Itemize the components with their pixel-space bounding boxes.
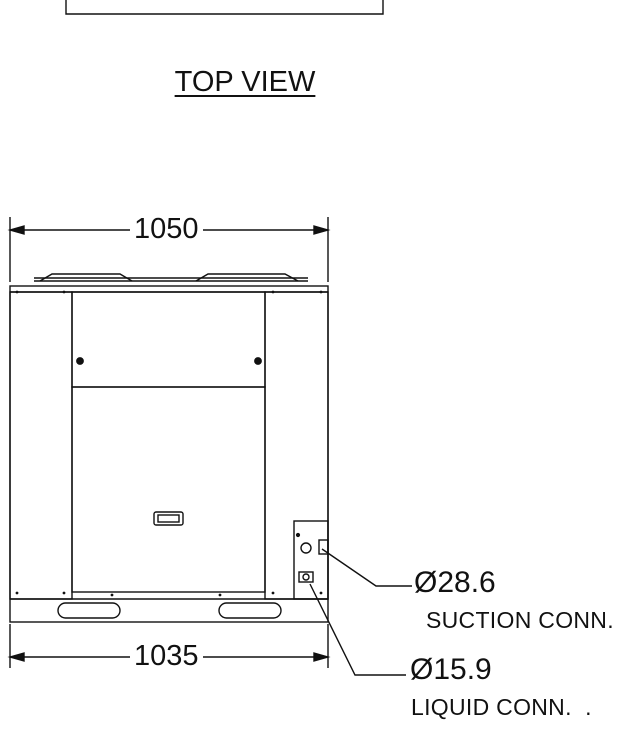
- panel-handle: [153, 511, 184, 526]
- liquid-leader-line: [309, 583, 406, 676]
- liquid-connection-port: [298, 571, 314, 583]
- panel-handle-inner: [157, 514, 180, 523]
- unit-casing: [9, 285, 329, 623]
- fan-guard-right: [195, 273, 299, 282]
- left-corner-post: [9, 291, 73, 600]
- suction-connection-label: SUCTION CONN.: [426, 607, 614, 633]
- lower-panel: [71, 386, 266, 593]
- suction-connection-port: [300, 542, 312, 554]
- forklift-slot-right: [218, 602, 282, 619]
- liquid-connection-valve: [302, 573, 310, 581]
- bottom-dimension-left-arrow: [7, 652, 25, 662]
- liquid-connection-label: LIQUID CONN. .: [411, 694, 592, 720]
- panel-screw-left: [76, 357, 84, 365]
- liquid-diameter: Ø15.9: [410, 653, 492, 686]
- top-view-outline: [65, 0, 384, 15]
- bottom-dimension-right-arrow: [313, 652, 331, 662]
- suction-connection-flange: [318, 539, 329, 555]
- forklift-slot-left: [57, 602, 121, 619]
- suction-diameter: Ø28.6: [414, 566, 496, 599]
- panel-screw-right: [254, 357, 262, 365]
- fan-guard-left: [39, 273, 133, 282]
- top-dimension-left-arrow: [7, 225, 25, 235]
- top-view-title: TOP VIEW: [174, 66, 316, 98]
- connection-box: [293, 520, 329, 600]
- upper-panel: [71, 291, 266, 388]
- connection-box-screw: [295, 532, 301, 538]
- top-dimension-right-arrow: [313, 225, 331, 235]
- suction-leader-line: [321, 548, 412, 587]
- top-width-dimension: 1050: [130, 213, 203, 245]
- casing-rivets: [15, 290, 323, 597]
- bottom-width-dimension: 1035: [130, 640, 203, 672]
